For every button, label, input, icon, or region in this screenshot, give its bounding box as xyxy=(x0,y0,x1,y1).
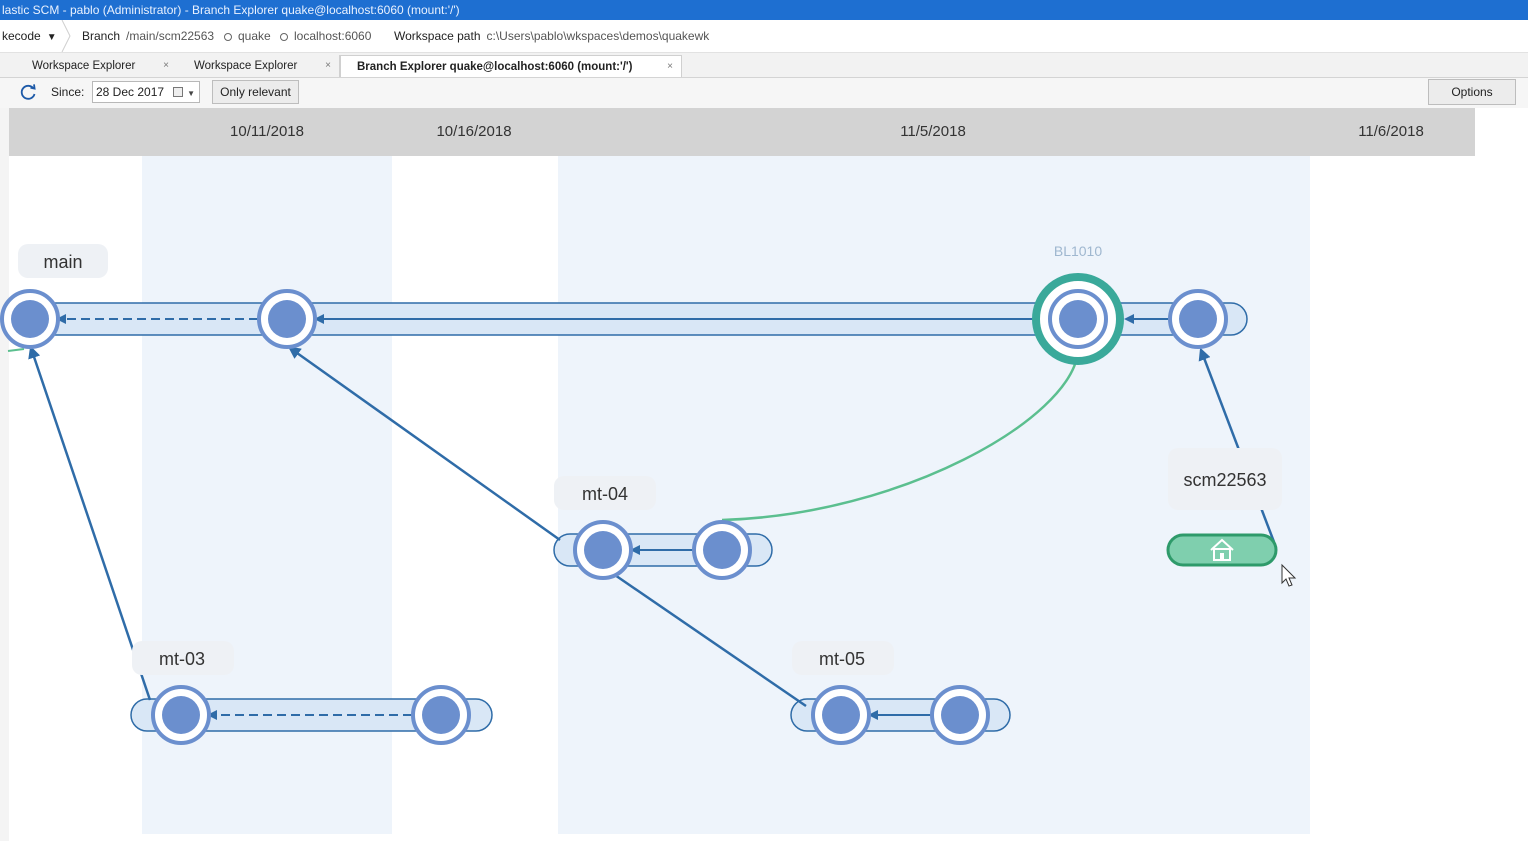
label-bl1010-text: BL1010 xyxy=(1054,243,1102,259)
changeset-node[interactable] xyxy=(692,520,752,580)
repo-value: quake xyxy=(238,29,271,43)
branch-label-scm22563[interactable]: scm22563 xyxy=(1168,448,1282,510)
server-icon xyxy=(280,33,288,41)
merge-link xyxy=(7,348,25,352)
server-value: localhost:6060 xyxy=(294,29,372,43)
workspace-label: kecode xyxy=(2,29,41,43)
branch-key: Branch xyxy=(82,29,121,43)
mouse-cursor-icon xyxy=(1281,563,1297,587)
date-header-label: 11/6/2018 xyxy=(1358,123,1424,140)
workspace-home-marker[interactable] xyxy=(1166,533,1278,567)
date-header-bar xyxy=(9,108,1475,156)
chevron-down-icon: ▼ xyxy=(46,32,57,43)
changeset-node[interactable] xyxy=(1168,289,1228,349)
svg-text:mt-04: mt-04 xyxy=(582,484,628,504)
context-bar: kecode ▼ Branch/main/scm22563 quake local… xyxy=(0,20,1528,53)
since-date-value: 28 Dec 2017 xyxy=(96,85,165,99)
server-info: localhost:6060 xyxy=(276,20,371,52)
options-button[interactable]: Options xyxy=(1428,79,1516,105)
tab-workspace-explorer-2[interactable]: Workspace Explorer × xyxy=(170,55,340,77)
repo-icon xyxy=(224,33,232,41)
repo-info: quake xyxy=(220,20,271,52)
branch-label-main[interactable]: main xyxy=(18,244,108,278)
tab-label: Branch Explorer quake@localhost:6060 (mo… xyxy=(357,61,633,73)
tab-workspace-explorer-1[interactable]: Workspace Explorer × xyxy=(8,55,178,77)
branch-origin-link-mt-03 xyxy=(28,345,152,701)
workspace-path-info: Workspace path c:\Users\pablo\wkspaces\de… xyxy=(394,20,709,52)
svg-text:mt-03: mt-03 xyxy=(159,649,205,669)
branch-info: Branch/main/scm22563 xyxy=(82,20,214,52)
toolbar: Since: 28 Dec 2017 ▼ Only relevant Optio… xyxy=(0,78,1528,108)
home-icon xyxy=(1210,538,1234,561)
changeset-node[interactable] xyxy=(0,289,60,349)
breadcrumb-separator xyxy=(61,20,71,52)
changeset-node[interactable] xyxy=(930,685,990,745)
branch-label-mt-04[interactable]: mt-04 xyxy=(554,476,656,510)
date-header-label: 11/5/2018 xyxy=(900,123,966,140)
tab-label: Workspace Explorer xyxy=(194,60,298,72)
svg-text:main: main xyxy=(43,252,82,272)
changeset-node[interactable] xyxy=(811,685,871,745)
branch-label-mt-03[interactable]: mt-03 xyxy=(132,641,234,675)
branch-label-mt-05[interactable]: mt-05 xyxy=(792,641,894,675)
close-icon[interactable]: × xyxy=(667,61,673,72)
calendar-icon[interactable] xyxy=(173,87,183,97)
changeset-node[interactable] xyxy=(411,685,471,745)
canvas-left-edge xyxy=(0,108,9,841)
window-title: lastic SCM - pablo (Administrator) - Bra… xyxy=(2,3,460,17)
close-icon[interactable]: × xyxy=(163,60,169,71)
workspace-path-key: Workspace path xyxy=(394,29,481,43)
svg-text:mt-05: mt-05 xyxy=(819,649,865,669)
date-header-label: 10/16/2018 xyxy=(436,123,512,140)
chevron-down-icon[interactable]: ▼ xyxy=(187,89,195,98)
workspace-path-value: c:\Users\pablo\wkspaces\demos\quakewk xyxy=(486,29,710,43)
workspace-selector[interactable]: kecode ▼ xyxy=(0,20,63,52)
branch-origin-link-mt-05 xyxy=(611,571,807,708)
changeset-node[interactable] xyxy=(1048,289,1108,349)
date-header-label: 10/11/2018 xyxy=(230,123,304,140)
since-label: Since: xyxy=(51,85,85,99)
since-date-picker[interactable]: 28 Dec 2017 ▼ xyxy=(92,81,200,103)
branch-explorer-canvas[interactable]: BL1010 main mt-04 mt-03 mt-05 scm22563 xyxy=(0,108,1528,841)
tab-strip: Workspace Explorer × Workspace Explorer … xyxy=(0,53,1528,78)
merge-link xyxy=(721,351,1080,522)
tab-branch-explorer[interactable]: Branch Explorer quake@localhost:6060 (mo… xyxy=(340,55,682,77)
only-relevant-button[interactable]: Only relevant xyxy=(212,80,299,104)
refresh-icon[interactable] xyxy=(17,81,39,103)
changeset-node[interactable] xyxy=(151,685,211,745)
svg-text:scm22563: scm22563 xyxy=(1183,470,1266,490)
changeset-node[interactable] xyxy=(257,289,317,349)
changeset-node[interactable] xyxy=(573,520,633,580)
branch-value: /main/scm22563 xyxy=(126,29,215,43)
close-icon[interactable]: × xyxy=(325,60,331,71)
branch-origin-link-mt-04 xyxy=(287,346,561,542)
window-title-bar: lastic SCM - pablo (Administrator) - Bra… xyxy=(0,0,1528,20)
tab-label: Workspace Explorer xyxy=(32,60,136,72)
